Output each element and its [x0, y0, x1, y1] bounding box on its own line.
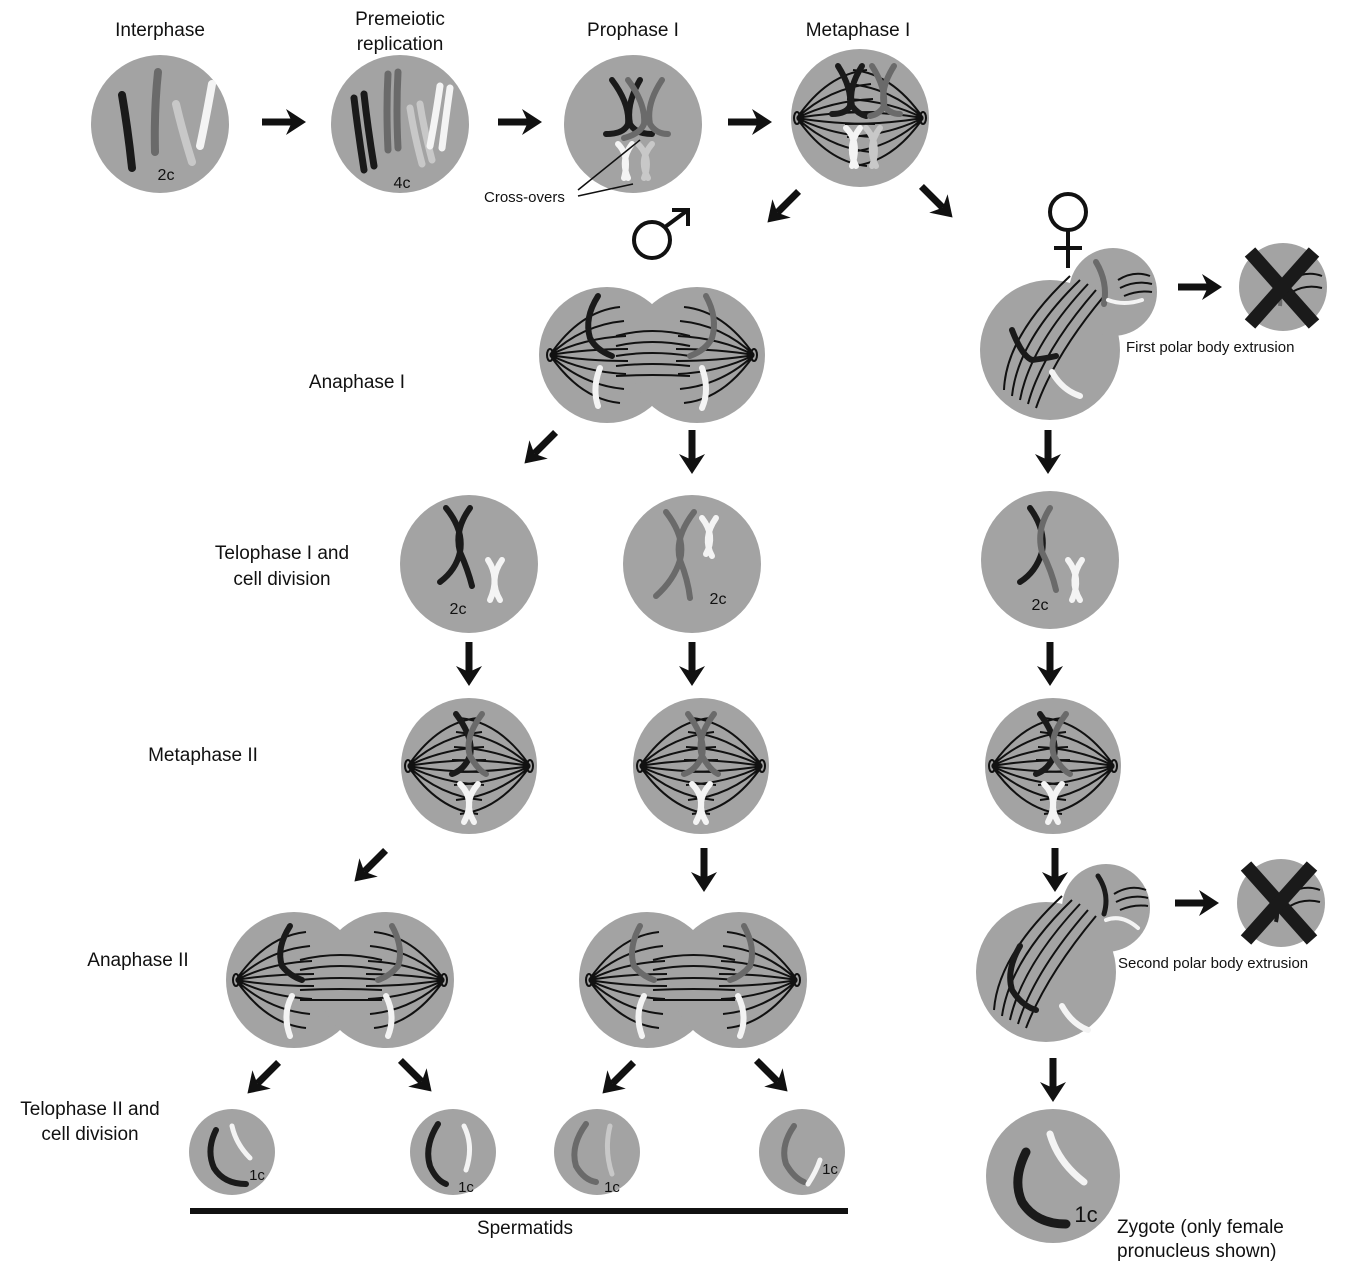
anaphase-ii-cell-left: [226, 912, 454, 1048]
anaphase-i-cell: [539, 287, 765, 423]
arrow-icon: [691, 848, 717, 892]
label-metaphase-ii: Metaphase II: [148, 745, 258, 766]
telophase-i-cell-middle: 2c: [623, 495, 761, 633]
metaphase-ii-cell-left: [401, 698, 537, 834]
arrow-icon: [1042, 848, 1068, 892]
label-prophase-i: Prophase I: [587, 20, 679, 41]
zygote-cell: 1c: [986, 1109, 1120, 1243]
arrow-icon: [593, 1053, 642, 1102]
arrow-icon: [238, 1053, 287, 1102]
dna-1c-spermatid-4: 1c: [822, 1161, 838, 1178]
spermatid-3: 1c: [554, 1109, 640, 1196]
arrow-icon: [679, 430, 705, 474]
replication-cell: 4c: [331, 55, 469, 193]
anaphase-ii-cell-middle: [579, 912, 807, 1048]
arrow-icon: [391, 1051, 440, 1100]
dna-1c-spermatid-3: 1c: [604, 1179, 620, 1196]
label-replication: replication: [357, 34, 444, 55]
interphase-cell: 2c: [91, 55, 229, 193]
male-symbol-icon: [634, 210, 688, 258]
label-anaphase-i: Anaphase I: [309, 372, 405, 393]
label-spermatids: Spermatids: [477, 1218, 573, 1239]
metaphase-ii-cell-female: [985, 698, 1121, 834]
arrow-icon: [345, 841, 394, 890]
dna-1c-spermatid-2: 1c: [458, 1179, 474, 1196]
dna-2c-telophase-left: 2c: [450, 601, 467, 618]
degenerate-polar-body-2: [1237, 859, 1325, 947]
arrow-icon: [747, 1051, 796, 1100]
spermatid-1: 1c: [189, 1109, 275, 1195]
spermatid-2: 1c: [410, 1109, 496, 1196]
spermatid-4: 1c: [759, 1109, 845, 1195]
arrow-icon: [498, 109, 542, 135]
telophase-i-cell-left: 2c: [400, 495, 538, 633]
label-cross-overs: Cross-overs: [484, 189, 565, 206]
label-interphase: Interphase: [115, 20, 205, 41]
female-symbol-icon: [1050, 194, 1086, 268]
label-telophase-ii: Telophase II and: [20, 1099, 159, 1120]
female-anaphase-i-cell: [980, 248, 1157, 420]
label-telophase-i: Telophase I and: [215, 543, 349, 564]
metaphase-ii-cell-middle: [633, 698, 769, 834]
prophase-i-cell: [564, 55, 702, 193]
arrow-icon: [1037, 642, 1063, 686]
arrow-icon: [728, 109, 772, 135]
metaphase-i-cell: [791, 49, 929, 187]
dna-2c-interphase: 2c: [158, 167, 175, 184]
label-zygote-note: pronucleus shown): [1117, 1241, 1276, 1262]
arrow-icon: [758, 182, 807, 231]
arrow-icon: [1178, 274, 1222, 300]
label-anaphase-ii: Anaphase II: [87, 950, 188, 971]
arrow-icon: [262, 109, 306, 135]
female-anaphase-ii-cell: [976, 864, 1150, 1042]
degenerate-polar-body-1: [1239, 243, 1327, 331]
arrow-icon: [1035, 430, 1061, 474]
dna-2c-telophase-middle: 2c: [710, 591, 727, 608]
arrow-icon: [1175, 890, 1219, 916]
dna-1c-zygote: 1c: [1074, 1202, 1097, 1227]
arrow-icon: [515, 423, 564, 472]
label-first-polar-body: First polar body extrusion: [1126, 339, 1294, 356]
dna-1c-spermatid-1: 1c: [249, 1167, 265, 1184]
dna-2c-telophase-female: 2c: [1032, 597, 1049, 614]
arrow-icon: [1040, 1058, 1066, 1102]
label-premeiotic: Premeiotic: [355, 9, 445, 30]
label-telophase-i-division: cell division: [233, 569, 330, 590]
arrow-icon: [679, 642, 705, 686]
label-metaphase-i: Metaphase I: [806, 20, 911, 41]
dna-4c-replication: 4c: [394, 175, 411, 192]
label-second-polar-body: Second polar body extrusion: [1118, 955, 1308, 972]
telophase-i-cell-female: 2c: [981, 491, 1119, 629]
label-zygote: Zygote (only female: [1117, 1217, 1284, 1238]
arrow-icon: [456, 642, 482, 686]
arrow-icon: [912, 177, 961, 226]
label-telophase-ii-division: cell division: [41, 1124, 138, 1145]
